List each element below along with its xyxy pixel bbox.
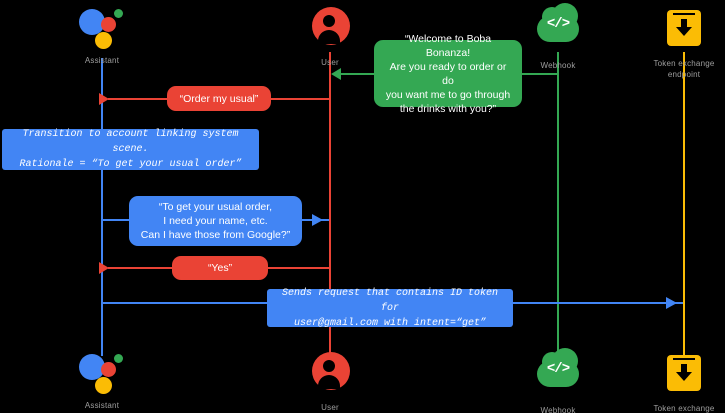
download-box-icon-bottom xyxy=(661,353,707,399)
message-bubble-yes: “Yes” xyxy=(172,256,268,280)
user-body-shape xyxy=(318,30,340,44)
cloud-shape xyxy=(537,3,579,42)
user-body-shape-bottom xyxy=(318,375,340,389)
assistant-dot-red-bottom xyxy=(101,362,116,377)
message-note-transition: Transition to account linking system sce… xyxy=(2,129,259,170)
user-head-shape xyxy=(323,15,335,27)
actor-label-assistant: Assistant xyxy=(84,56,120,65)
assistant-dot-blue-bottom xyxy=(79,354,105,380)
download-arrow-head-bottom xyxy=(676,372,692,381)
token-box-lip xyxy=(673,13,695,18)
cloud-shape-bottom xyxy=(537,348,579,387)
actor-user-top: User xyxy=(275,7,385,68)
message-bubble-welcome: “Welcome to Boba Bonanza! Are you ready … xyxy=(374,33,522,115)
code-brackets-glyph-bottom: </> xyxy=(546,361,570,377)
message-text-need-your-name: “To get your usual order, I need your na… xyxy=(140,201,291,241)
assistant-dot-red xyxy=(101,17,116,32)
arrow-head-need-your-name xyxy=(312,214,323,226)
actor-webhook-bottom: </> Webhook xyxy=(503,348,613,413)
actor-assistant-top: Assistant xyxy=(47,5,157,66)
code-brackets-glyph: </> xyxy=(546,16,570,32)
download-arrow-stem xyxy=(681,19,687,29)
assistant-dot-blue xyxy=(79,9,105,35)
user-avatar-icon-bottom xyxy=(307,352,353,398)
lifeline-assistant xyxy=(101,58,103,356)
actor-user-bottom: User xyxy=(275,352,385,413)
download-arrow-stem-bottom xyxy=(681,364,687,374)
cloud-code-icon: </> xyxy=(535,3,581,56)
arrow-head-yes xyxy=(99,262,109,274)
assistant-dot-yellow-bottom xyxy=(95,377,112,394)
message-text-sends-request: Sends request that contains ID token for… xyxy=(281,287,499,329)
actor-token-endpoint-bottom: Token exchange endpoint xyxy=(629,353,725,413)
actor-label-assistant-bottom: Assistant xyxy=(84,401,120,410)
cloud-code-icon-bottom: </> xyxy=(535,348,581,401)
google-assistant-icon xyxy=(79,5,125,51)
actor-label-webhook: Webhook xyxy=(540,61,576,70)
assistant-dot-green xyxy=(114,9,123,18)
message-bubble-need-your-name: “To get your usual order, I need your na… xyxy=(129,196,302,246)
message-bubble-order-my-usual: “Order my usual” xyxy=(167,86,271,111)
actor-token-endpoint-top: Token exchange endpoint xyxy=(629,8,725,80)
actor-label-webhook-bottom: Webhook xyxy=(540,406,576,413)
google-assistant-icon-bottom xyxy=(79,350,125,396)
actor-assistant-bottom: Assistant xyxy=(47,350,157,411)
message-text-welcome: “Welcome to Boba Bonanza! Are you ready … xyxy=(385,32,511,115)
lifeline-token-endpoint xyxy=(683,52,685,356)
message-text-transition: Transition to account linking system sce… xyxy=(19,129,242,170)
actor-label-user: User xyxy=(321,58,339,67)
message-text-yes: “Yes” xyxy=(207,262,233,274)
arrow-head-order-my-usual xyxy=(99,93,109,105)
download-box-icon xyxy=(661,8,707,54)
lifeline-webhook xyxy=(557,52,559,356)
lifeline-user xyxy=(329,52,331,356)
assistant-dot-green-bottom xyxy=(114,354,123,363)
arrow-head-welcome xyxy=(331,68,341,80)
actor-webhook-top: </> Webhook xyxy=(503,3,613,71)
user-head-shape-bottom xyxy=(323,360,335,372)
user-avatar-icon xyxy=(307,7,353,53)
message-text-order-my-usual: “Order my usual” xyxy=(179,92,259,105)
arrow-head-sends-request xyxy=(666,297,677,309)
token-box-lip-bottom xyxy=(673,358,695,363)
actor-label-token-endpoint: Token exchange endpoint xyxy=(653,59,715,79)
actor-label-token-endpoint-bottom: Token exchange endpoint xyxy=(653,404,715,413)
download-arrow-head xyxy=(676,27,692,36)
message-note-sends-request: Sends request that contains ID token for… xyxy=(267,288,513,329)
actor-label-user-bottom: User xyxy=(321,403,339,412)
assistant-dot-yellow xyxy=(95,32,112,49)
